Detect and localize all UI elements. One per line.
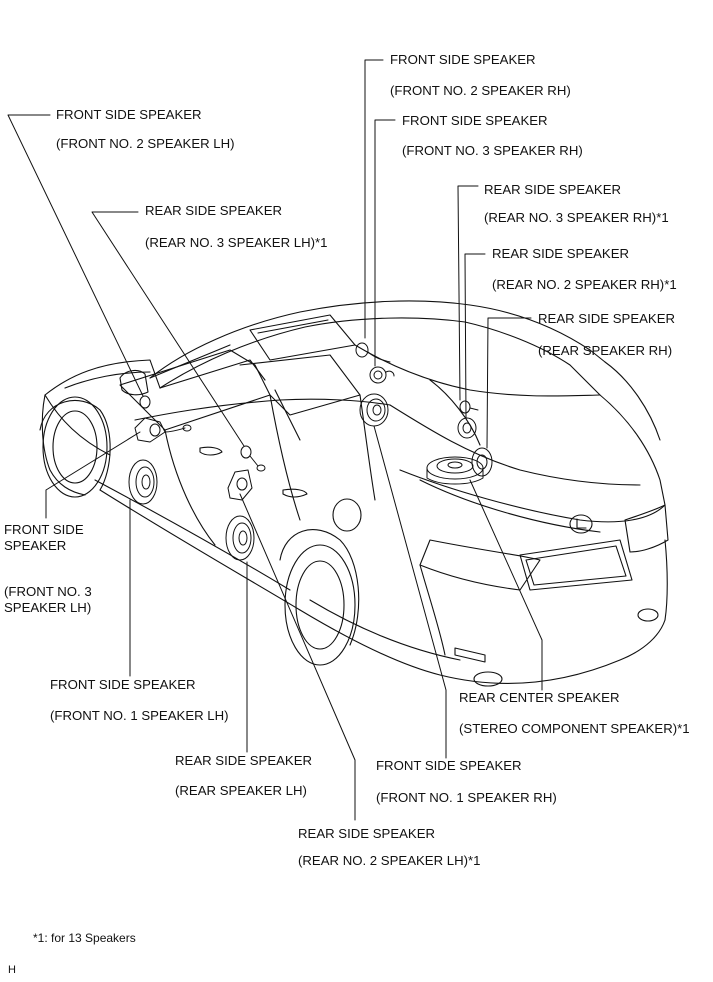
corner-mark: H xyxy=(8,964,16,976)
label-rear-no2-rh-detail: (REAR NO. 2 SPEAKER RH)*1 xyxy=(492,277,677,292)
speaker-rear-rh xyxy=(471,447,493,477)
label-rear-no3-lh-name: REAR SIDE SPEAKER xyxy=(145,203,283,218)
speaker-rear-lh xyxy=(225,515,255,561)
label-front-no1-rh-detail: (FRONT NO. 1 SPEAKER RH) xyxy=(376,790,557,805)
label-rear-no2-lh-detail: (REAR NO. 2 SPEAKER LH)*1 xyxy=(298,853,481,868)
label-rear-no3-rh-name: REAR SIDE SPEAKER xyxy=(484,182,622,197)
label-front-no2-lh-name: FRONT SIDE SPEAKER xyxy=(56,107,202,122)
speaker-rear-no2-lh xyxy=(227,469,253,501)
label-front-no2-rh-detail: (FRONT NO. 2 SPEAKER RH) xyxy=(390,83,571,98)
speaker-graphics xyxy=(128,342,493,561)
speaker-rear-center xyxy=(426,456,484,485)
label-front-no3-rh-name: FRONT SIDE SPEAKER xyxy=(402,113,548,128)
speaker-front-no2-rh xyxy=(355,342,391,363)
label-front-no1-lh-detail: (FRONT NO. 1 SPEAKER LH) xyxy=(50,708,229,723)
speaker-front-no3-rh xyxy=(369,366,395,384)
label-rear-no2-lh-name: REAR SIDE SPEAKER xyxy=(298,826,436,841)
label-rear-no2-rh-name: REAR SIDE SPEAKER xyxy=(492,246,630,261)
footnote: *1: for 13 Speakers xyxy=(33,931,136,945)
label-front-no1-lh-name: FRONT SIDE SPEAKER xyxy=(50,677,196,692)
label-front-no1-rh-name: FRONT SIDE SPEAKER xyxy=(376,758,522,773)
label-front-no3-lh-name: FRONT SIDE SPEAKER xyxy=(4,522,84,553)
speaker-rear-no3-lh xyxy=(240,445,266,472)
label-rear-no3-rh-detail: (REAR NO. 3 SPEAKER RH)*1 xyxy=(484,210,669,225)
speaker-front-no1-lh xyxy=(128,459,158,505)
label-front-no2-lh-detail: (FRONT NO. 2 SPEAKER LH) xyxy=(56,136,235,151)
label-rear-center-name: REAR CENTER SPEAKER xyxy=(459,690,620,705)
label-rear-rh-detail: (REAR SPEAKER RH) xyxy=(538,343,673,358)
label-front-no2-rh-name: FRONT SIDE SPEAKER xyxy=(390,52,536,67)
label-front-no3-rh-detail: (FRONT NO. 3 SPEAKER RH) xyxy=(402,143,583,158)
label-rear-no3-lh-detail: (REAR NO. 3 SPEAKER LH)*1 xyxy=(145,235,328,250)
label-rear-lh-detail: (REAR SPEAKER LH) xyxy=(175,783,307,798)
speaker-rear-no3-rh xyxy=(459,400,479,414)
leader-lines xyxy=(7,59,543,821)
speaker-rear-no2-rh xyxy=(457,417,477,439)
speaker-front-no1-rh xyxy=(359,393,389,427)
label-rear-center-detail: (STEREO COMPONENT SPEAKER)*1 xyxy=(459,721,690,736)
label-rear-rh-name: REAR SIDE SPEAKER xyxy=(538,311,676,326)
label-front-no3-lh-detail: (FRONT NO. 3 SPEAKER LH) xyxy=(4,584,92,615)
label-rear-lh-name: REAR SIDE SPEAKER xyxy=(175,753,313,768)
speaker-front-no3-lh xyxy=(134,417,192,443)
speaker-front-no2-lh xyxy=(139,395,151,409)
